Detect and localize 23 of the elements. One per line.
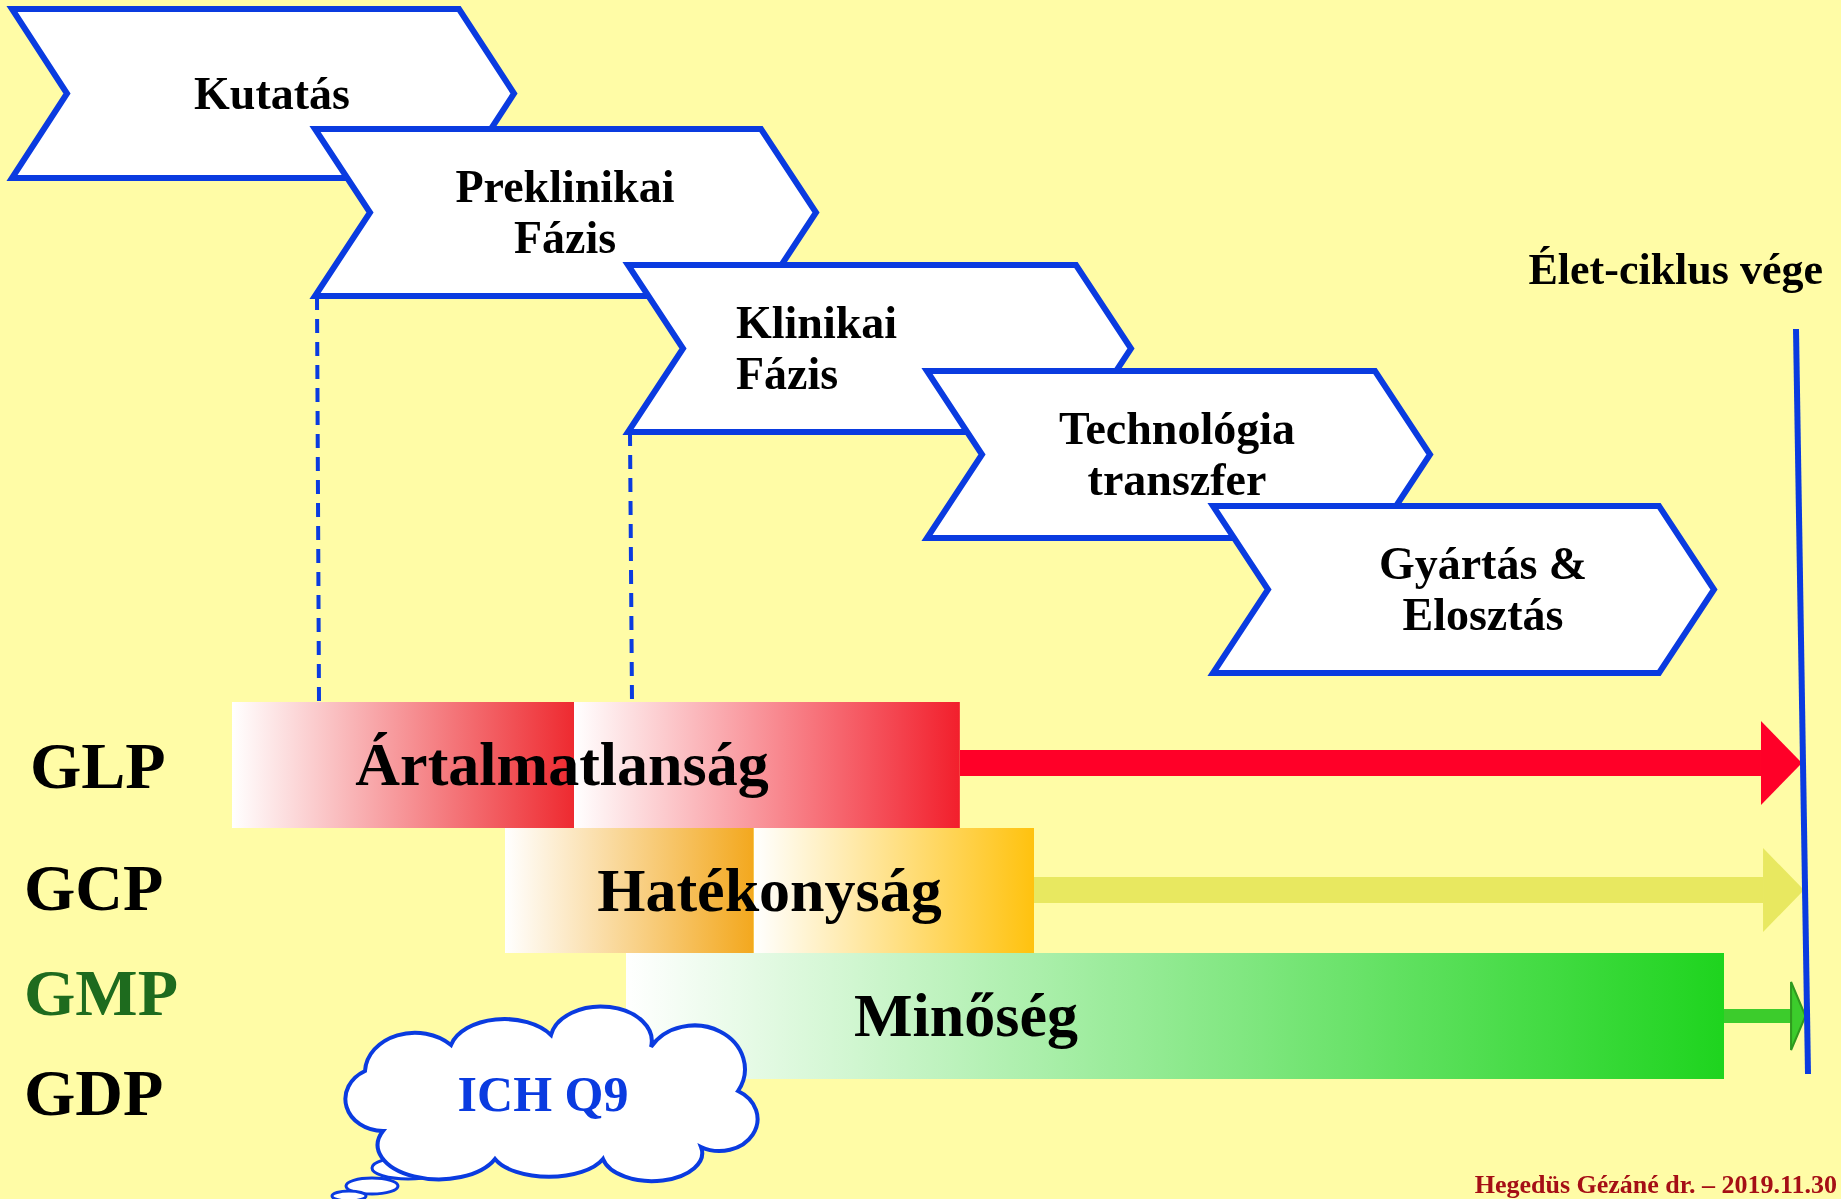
phase-label: Preklinikai Fázis: [454, 161, 676, 264]
standard-label: GCP: [24, 850, 164, 926]
phase-label: Gyártás & Elosztás: [1377, 538, 1589, 641]
bar-label: Hatékonyság: [596, 855, 943, 926]
standard-label: GDP: [24, 1055, 164, 1131]
dashed-line: [315, 296, 321, 702]
gradient-bar: [626, 953, 1724, 1079]
arrow: [1724, 980, 1807, 1052]
standard-label: GLP: [30, 728, 166, 804]
end-of-life-label: Élet-ciklus vége: [1528, 244, 1823, 295]
gradient-bar: [505, 828, 1034, 953]
standard-label: GMP: [24, 955, 178, 1031]
bar-label: Ártalmatlanság: [354, 730, 770, 800]
bar-label: Minőség: [853, 981, 1079, 1051]
phase-label: Klinikai Fázis: [736, 297, 899, 400]
author-date-note: Hegedüs Gézáné dr. – 2019.11.30: [1474, 1170, 1837, 1199]
phase-label: Technológia transzfer: [1058, 403, 1296, 506]
gradient-bar: [232, 702, 960, 828]
arrow: [1034, 848, 1804, 932]
arrow: [960, 721, 1802, 805]
dashed-line: [628, 432, 634, 702]
phase-label: Kutatás: [193, 67, 351, 120]
cloud-label: ICH Q9: [456, 1066, 630, 1122]
